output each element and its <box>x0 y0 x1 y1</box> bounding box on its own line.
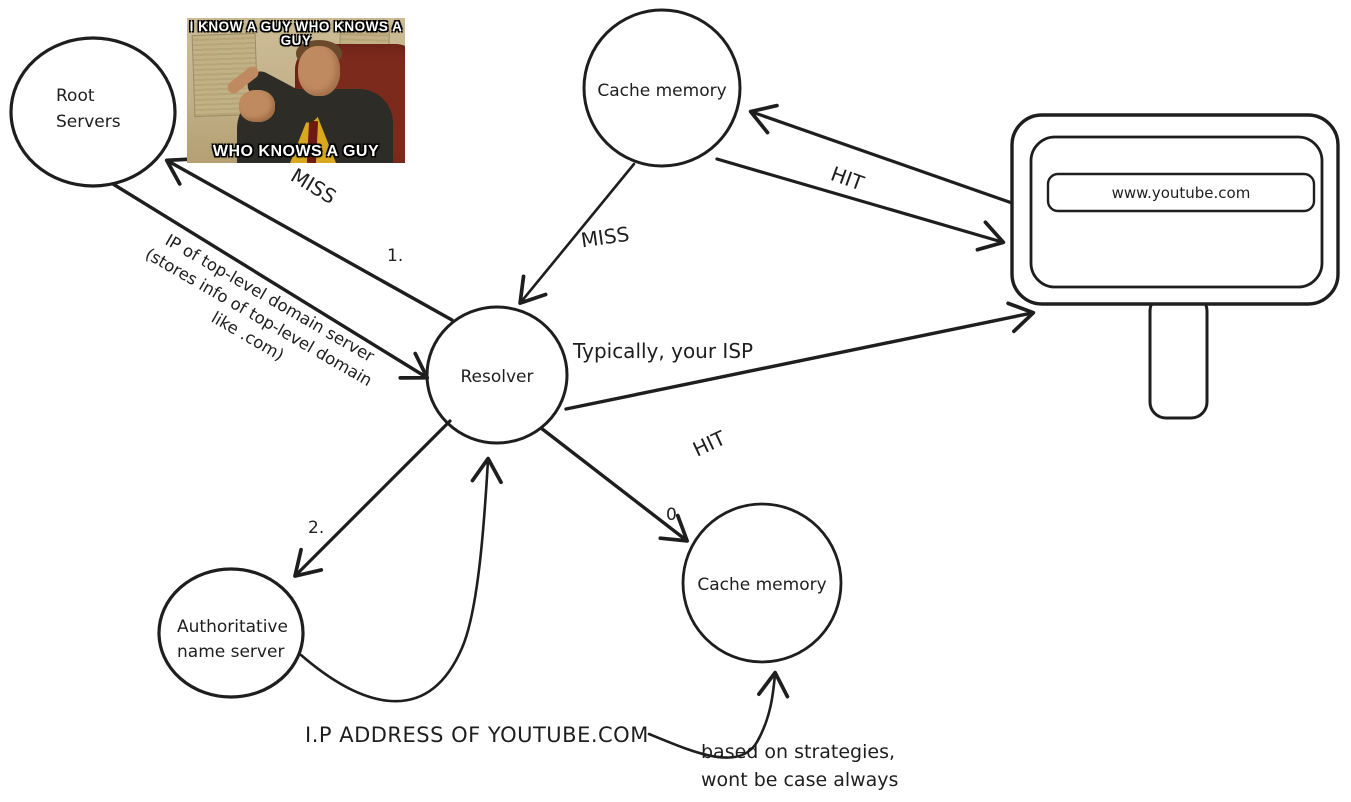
authoritative-label-line1: Authoritative <box>177 617 288 637</box>
arrow-resolver-to-root <box>164 157 454 322</box>
root-servers-node <box>9 36 177 188</box>
saul-goodman-meme-image: I KNOW A GUY WHO KNOWS A GUY WHO KNOWS A… <box>187 18 405 163</box>
typically-isp-label: Typically, your ISP <box>572 339 753 363</box>
address-bar <box>1046 172 1316 213</box>
miss-root-label: MISS <box>287 163 341 209</box>
arrow-browser-to-cache-top <box>748 103 1014 205</box>
miss-cache-label: MISS <box>579 222 630 253</box>
meme-top-caption-line1: I KNOW A GUY WHO KNOWS A <box>189 19 403 34</box>
arrow-cache-top-to-resolver <box>518 162 636 305</box>
authoritative-node <box>157 567 305 699</box>
arrow-resolver-to-cache-bottom-hit <box>539 426 689 543</box>
meme-face <box>298 46 340 96</box>
ip-address-label: I.P ADDRESS OF YOUTUBE.COM <box>305 723 649 747</box>
root-servers-label-line1: Root <box>56 86 95 106</box>
arrow-root-to-resolver <box>111 182 430 380</box>
root-servers-label-line2: Servers <box>56 112 121 132</box>
arrow-resolver-to-authoritative <box>293 419 452 578</box>
cache-memory-top-node <box>582 8 742 168</box>
strategies-label-line2: wont be case always <box>701 769 898 791</box>
arrow-resolver-to-browser <box>564 301 1036 411</box>
cache-memory-bottom-node <box>681 502 843 664</box>
arrow-cache-top-to-browser-hit <box>715 157 1006 252</box>
meme-bottom-caption: WHO KNOWS A GUY <box>212 142 380 160</box>
hit-browser-label: HIT <box>828 161 868 195</box>
step-2-label: 2. <box>308 518 324 538</box>
meme-hand <box>239 90 275 122</box>
meme-top-caption-line2: GUY <box>280 32 312 48</box>
step-0-label: 0. <box>666 505 682 525</box>
arrow-ip-note-to-cache-bottom-curved <box>647 670 790 759</box>
strategies-label-line1: based on strategies, <box>701 741 895 763</box>
tld-info-label: IP of top-level domain server (stores in… <box>142 230 378 390</box>
svg-text:(stores info of top-level doma: (stores info of top-level domain <box>142 244 375 390</box>
step-1-label: 1. <box>387 246 403 266</box>
browser-url: www.youtube.com <box>1112 184 1251 202</box>
arrow-authoritative-to-resolver-curved <box>299 456 503 703</box>
cache-memory-bottom-label: Cache memory <box>697 575 826 595</box>
authoritative-label-line2: name server <box>177 642 284 662</box>
hit-cache-label: HIT <box>689 425 730 461</box>
resolver-label: Resolver <box>461 367 534 387</box>
computer-icon <box>1010 113 1340 420</box>
cache-memory-top-label: Cache memory <box>597 81 726 101</box>
meme-top-caption: I KNOW A GUY WHO KNOWS A GUY <box>187 20 405 48</box>
